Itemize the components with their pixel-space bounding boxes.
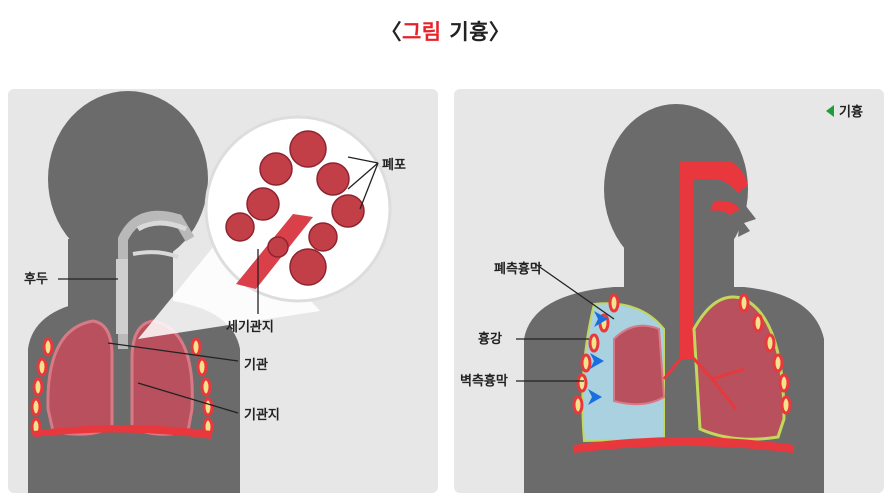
rib-beads-left (30, 337, 54, 437)
trachea-shape (116, 259, 128, 334)
legend-label: 기흉 (839, 104, 863, 120)
legend-marker-icon (826, 105, 834, 117)
collapsed-lung (613, 324, 666, 406)
mouth-airway (710, 200, 740, 215)
panel-pneumothorax: 기흉 (454, 89, 884, 493)
lungs (46, 319, 194, 436)
rib-beads-right-r (738, 293, 792, 415)
leader-lines-right (516, 262, 615, 382)
title-main: 기흉 (449, 20, 490, 44)
title-close-bracket: 〉 (489, 20, 511, 44)
label-visceral-pleura: 폐측흉막 (494, 261, 542, 277)
label-pharynx: 후두 (24, 271, 48, 287)
title-highlight: 그림 (401, 20, 442, 44)
face-profile (738, 201, 756, 237)
diaphragm-right (574, 437, 794, 453)
zoom-circle (204, 115, 392, 303)
label-parietal-pleura: 벽측흉막 (460, 373, 508, 389)
normal-anatomy-diagram: 후두 폐포 세기관지 기관 기관지 (24, 91, 406, 493)
label-bronchus: 기관지 (244, 407, 280, 423)
oral-cavity (132, 250, 179, 259)
airway-shape (680, 161, 748, 359)
pneumothorax-diagram: 기흉 (460, 104, 863, 493)
alveoli-clusters (225, 130, 365, 286)
zoom-cone (138, 219, 320, 339)
airway-profile (118, 210, 195, 349)
label-alveoli: 폐포 (382, 158, 406, 173)
label-bronchiole: 세기관지 (226, 319, 274, 335)
rib-beads-left-r (572, 293, 620, 415)
label-trachea: 기관 (244, 357, 268, 373)
right-lung (692, 295, 786, 441)
nasal-passage (136, 220, 187, 232)
panel-normal-anatomy: 후두 폐포 세기관지 기관 기관지 (8, 89, 438, 493)
bronchi-branches (662, 350, 745, 410)
air-arrows (588, 311, 608, 405)
label-pleural-cavity: 흉강 (478, 331, 502, 347)
leader-lines (58, 156, 379, 414)
title-open-bracket: 〈 (380, 20, 402, 44)
diaphragm (34, 425, 212, 439)
figure-title: 〈그림 기흉〉 (0, 16, 891, 46)
